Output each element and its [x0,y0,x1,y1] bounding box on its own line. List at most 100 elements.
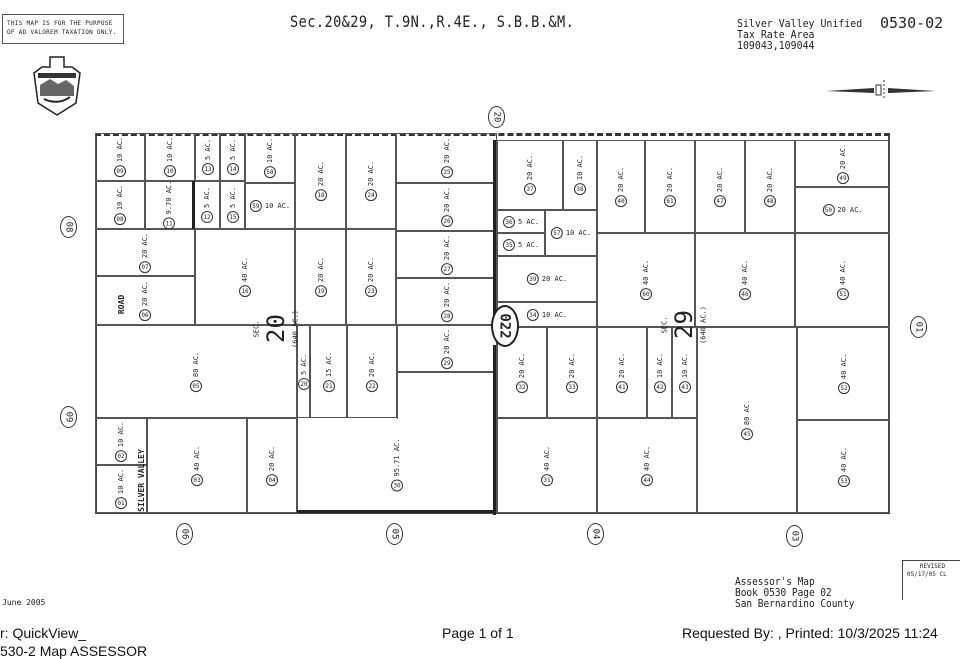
parcel-number: 01 [115,497,127,510]
adjacent-page-bottom[interactable]: 03 [786,525,803,547]
parcel-number: 19 [314,285,327,298]
adjacent-page-left-top[interactable]: 08 [60,216,77,238]
parcel-acreage: 20 AC. [766,166,774,192]
map-reference: Assessor's Map Book 0530 Page 02 San Ber… [735,577,854,610]
parcel-number: 21 [322,379,335,392]
parcel-acreage: 10 AC. [117,421,125,447]
map-title: Sec.20&29, T.9N.,R.4E., S.B.B.&M. [290,12,575,31]
adjacent-page-top[interactable]: 20 [488,106,505,128]
parcel-acreage: 20 AC. [442,234,451,260]
adjacent-page-bottom[interactable]: 05 [386,523,403,545]
parcel-number: 60 [640,288,652,301]
parcel-acreage: 20 AC. [838,143,847,169]
adjacent-page-bottom[interactable]: 04 [587,523,604,545]
parcel-acreage: 10 AC. [541,310,568,319]
parcel-30-extension[interactable] [397,372,497,419]
parcel-number: 37 [524,183,536,196]
adjacent-page-bottom[interactable]: 06 [176,523,193,545]
parcel-number: 09 [114,165,126,178]
map-number: 0530-02 [880,14,944,32]
parcel-acreage: 40 AC. [193,445,201,471]
parcel-acreage: 80 AC. [192,351,200,377]
adjacent-page-left-bottom[interactable]: 09 [60,406,77,428]
parcel-acreage: 10 AC. [264,202,291,210]
adjacent-page-right[interactable]: 01 [910,316,927,338]
parcel-acreage: 20 AC. [367,160,375,187]
parcel-number: 34 [526,308,539,321]
parcel-acreage: 20 AC. [666,166,674,192]
map-reference-title: Assessor's Map [735,576,815,588]
print-user: r: QuickView_ [0,625,87,641]
parcel-number: 25 [440,166,453,179]
parcel-number: 45 [741,428,753,441]
